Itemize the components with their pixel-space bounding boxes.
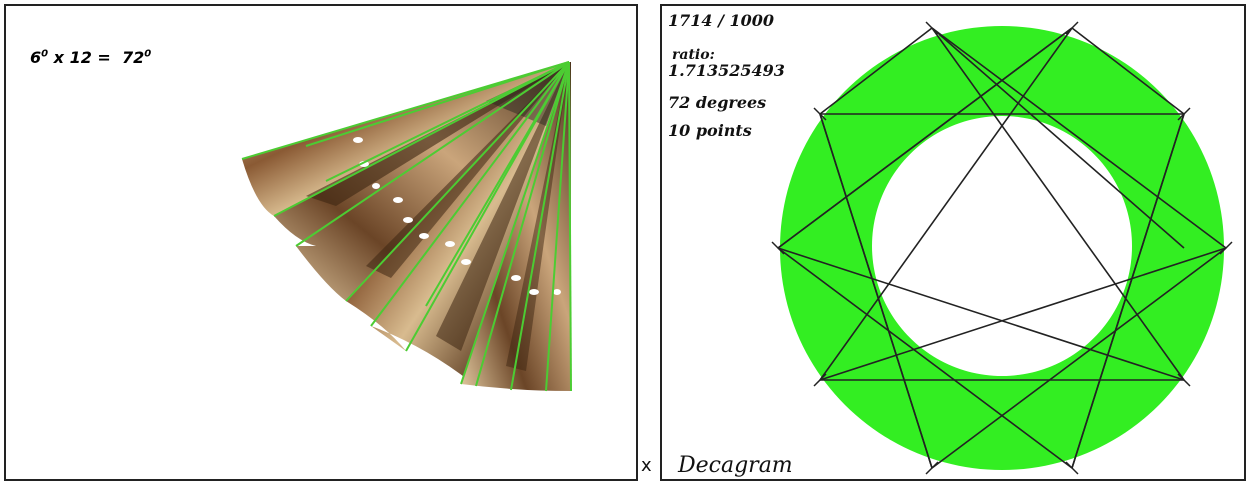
points-label: 10 points: [668, 121, 752, 140]
ratio-label: ratio:: [672, 47, 715, 63]
green-ring: [780, 26, 1225, 470]
ratio-value: 1.713525493: [668, 61, 785, 80]
equation-label: 60 x 12 = 720: [30, 48, 152, 67]
star-lines: [777, 27, 1227, 469]
fraction-label: 1714 / 1000: [668, 11, 775, 30]
photo-slice-3: [346, 62, 569, 386]
fan-diagram: [241, 61, 572, 392]
separator-x: x: [641, 455, 652, 476]
photo-slice-2: [274, 62, 569, 301]
photo-slice-4: [461, 62, 571, 391]
highlight-dots: [353, 137, 561, 295]
degrees-label: 72 degrees: [668, 93, 767, 112]
fan-panel: 60 x 12 = 720: [4, 4, 638, 481]
fan-lines: [241, 61, 572, 392]
vertex-ticks: [771, 21, 1233, 475]
decagram-panel: 1714 / 1000 ratio: 1.713525493 72 degree…: [660, 4, 1246, 481]
decagram-title: Decagram: [678, 453, 793, 478]
decagram-diagram: [771, 21, 1233, 475]
